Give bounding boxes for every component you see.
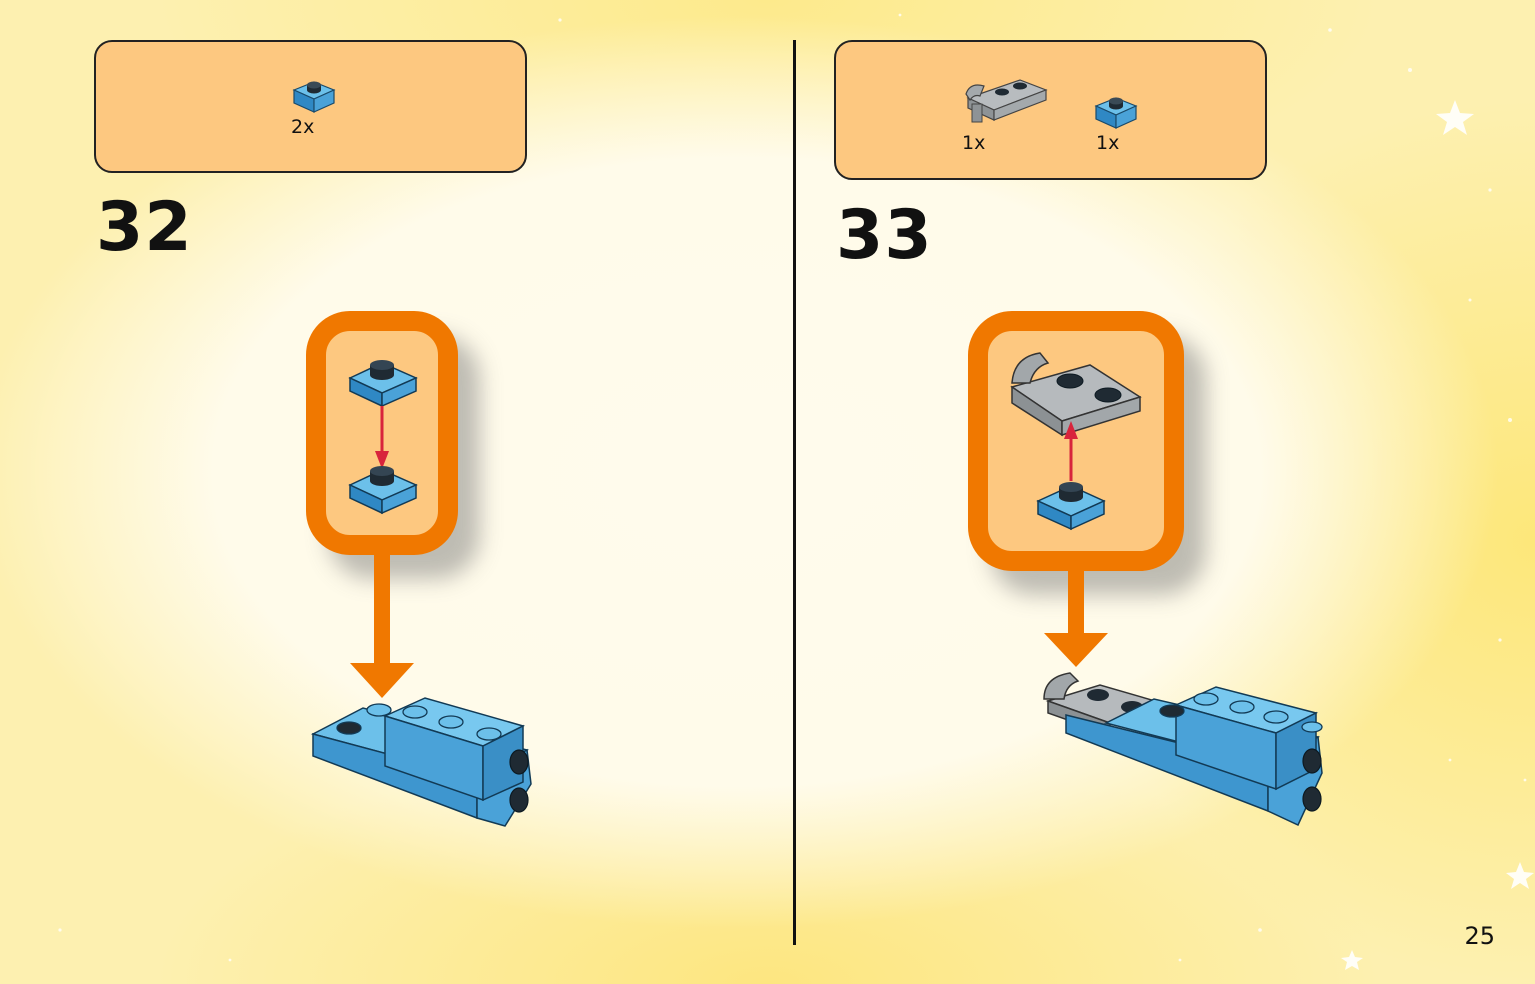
orange-down-arrow-icon <box>1044 569 1108 667</box>
blue-plate-1x1-icon <box>1036 482 1106 531</box>
orange-down-arrow-icon <box>350 553 414 698</box>
blue-plate-1x1-icon <box>1094 97 1138 129</box>
star-icon <box>1436 100 1474 135</box>
sub-assembly-diagram <box>1010 352 1142 531</box>
page-divider <box>793 40 796 945</box>
star-icon <box>1506 862 1534 889</box>
red-arrow-icon <box>375 406 389 469</box>
part-quantity: 2x <box>291 116 315 138</box>
sub-assembly-diagram <box>348 360 418 515</box>
red-arrow-icon <box>1064 421 1078 481</box>
parts-list-step-33: 1x 1x <box>834 40 1267 180</box>
brick-assembly-step-33 <box>1043 672 1323 826</box>
blue-plate-1x1-icon <box>348 466 418 515</box>
grey-clip-plate-icon <box>1010 352 1142 437</box>
grey-clip-plate-icon <box>965 79 1048 123</box>
parts-list-step-32: 2x <box>94 40 527 173</box>
step-number: 32 <box>96 188 193 267</box>
blue-plate-1x1-icon <box>348 360 418 408</box>
star-icon <box>1341 950 1363 970</box>
part-quantity: 1x <box>962 132 986 154</box>
page-number: 25 <box>1464 922 1495 950</box>
step-number: 33 <box>836 196 933 275</box>
sub-assembly-callout <box>968 311 1184 571</box>
brick-assembly-step-32 <box>310 697 532 827</box>
part-quantity: 1x <box>1096 132 1120 154</box>
blue-plate-1x1-icon <box>292 81 336 113</box>
